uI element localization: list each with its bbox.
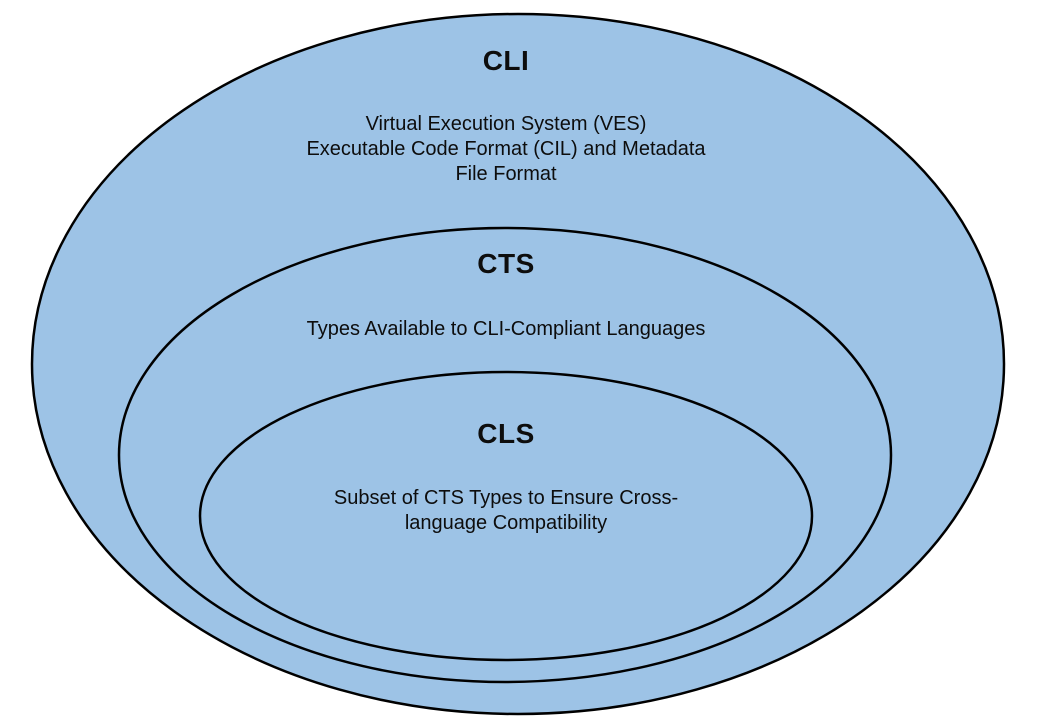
cli-ring-description: Virtual Execution System (VES) Executabl… bbox=[0, 112, 1012, 187]
cli-description-line-3: File Format bbox=[455, 163, 557, 185]
cts-description-line-1: Types Available to CLI-Compliant Languag… bbox=[306, 318, 706, 340]
cli-description-line-2: Executable Code Format (CIL) and Metadat… bbox=[306, 138, 706, 160]
cli-description-line-1: Virtual Execution System (VES) bbox=[365, 113, 647, 135]
cli-ring-title: CLI bbox=[482, 45, 530, 76]
cls-ring-description: Subset of CTS Types to Ensure Cross- lan… bbox=[0, 486, 1012, 536]
cts-ring-description: Types Available to CLI-Compliant Languag… bbox=[0, 317, 1012, 342]
cls-ellipse bbox=[198, 370, 814, 662]
cls-description-line-2: language Compatibility bbox=[404, 512, 608, 534]
cls-description-line-1: Subset of CTS Types to Ensure Cross- bbox=[333, 487, 679, 509]
cts-ring-title: CTS bbox=[477, 248, 535, 279]
cls-ring-title: CLS bbox=[477, 418, 535, 449]
